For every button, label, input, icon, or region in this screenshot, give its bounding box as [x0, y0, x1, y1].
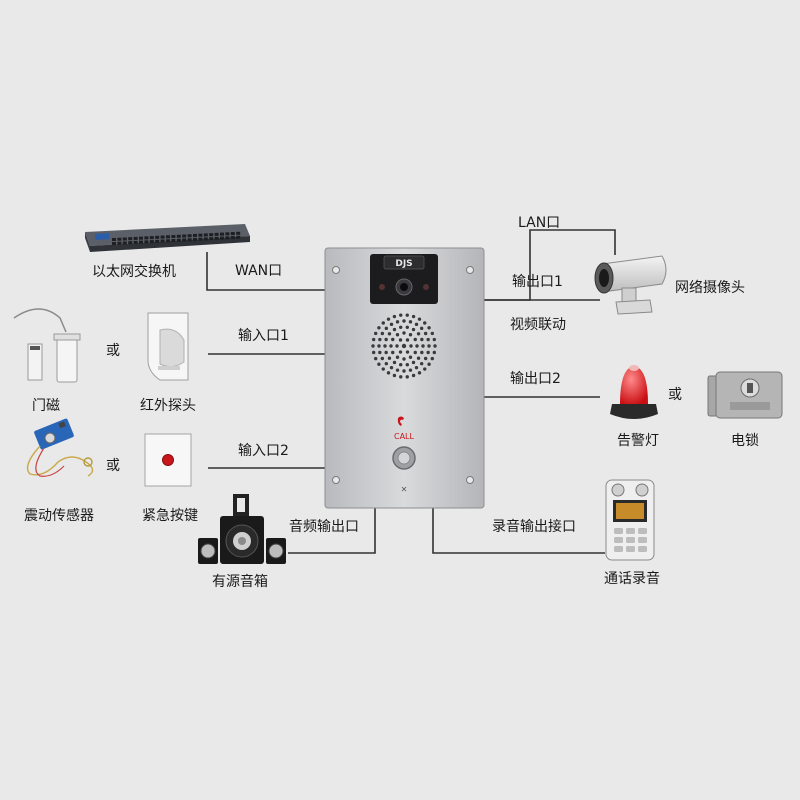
port-input1: 输入口1	[238, 325, 289, 345]
label-electric-lock: 电锁	[731, 430, 759, 450]
port-wan: WAN口	[235, 260, 282, 280]
alarm-light-icon	[610, 365, 658, 419]
port-output1: 输出口1	[512, 271, 563, 291]
label-infrared: 红外探头	[140, 395, 196, 415]
label-switch: 以太网交换机	[92, 261, 176, 281]
label-alarm-light: 告警灯	[617, 430, 659, 450]
switch-icon	[85, 224, 250, 252]
recorder-icon	[606, 480, 654, 560]
speaker-icon	[198, 494, 286, 564]
port-input2: 输入口2	[238, 440, 289, 460]
or-label-1: 或	[106, 340, 120, 360]
mic-icon: ✕	[401, 485, 408, 494]
or-label-3: 或	[668, 384, 682, 404]
call-button[interactable]	[393, 447, 415, 469]
infrared-detector-icon	[148, 313, 188, 380]
label-emergency-button: 紧急按键	[142, 505, 198, 525]
label-speaker: 有源音箱	[212, 571, 268, 591]
port-record-out: 录音输出接口	[492, 516, 576, 536]
port-lan: LAN口	[518, 212, 560, 232]
emergency-button-icon	[145, 434, 191, 486]
label-door-magnet: 门磁	[32, 395, 60, 415]
or-label-2: 或	[106, 455, 120, 475]
label-recorder: 通话录音	[604, 568, 660, 588]
electric-lock-icon	[708, 372, 782, 418]
vibration-sensor-icon	[28, 418, 93, 476]
label-camera: 网络摄像头	[675, 277, 745, 297]
door-magnet-icon	[14, 309, 80, 382]
camera-icon	[595, 256, 666, 314]
port-output2: 输出口2	[510, 368, 561, 388]
label-vibration: 震动传感器	[24, 505, 94, 525]
intercom-panel: DJS CALL ✕	[325, 248, 484, 508]
port-video-link: 视频联动	[510, 314, 566, 334]
call-label: CALL	[394, 432, 415, 441]
brand-logo: DJS	[395, 259, 412, 269]
port-audio-out: 音频输出口	[289, 516, 359, 536]
